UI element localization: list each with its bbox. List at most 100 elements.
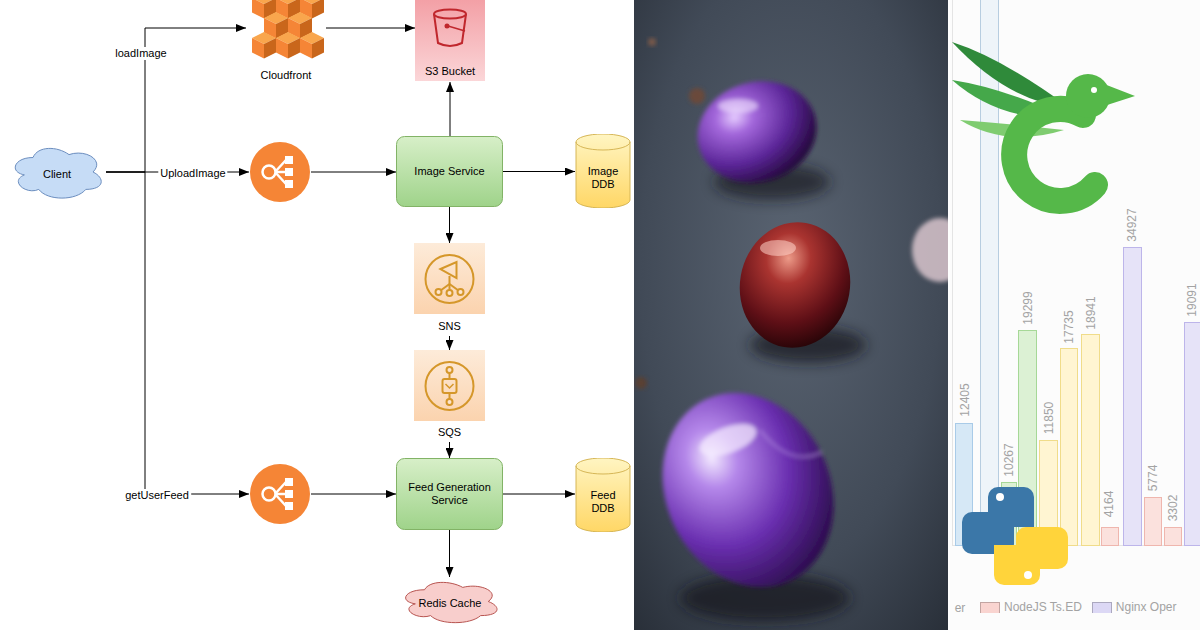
storage-bucket-outline bbox=[448, 26, 465, 31]
chart-bar bbox=[1082, 335, 1100, 546]
purple-gem bbox=[718, 99, 758, 113]
service-box-outline bbox=[397, 459, 503, 530]
bar-value: 12405 bbox=[958, 383, 972, 416]
database-cylinder-outline bbox=[576, 142, 630, 150]
node-label: S3 Bucket bbox=[425, 65, 475, 78]
python-logo bbox=[988, 487, 1034, 527]
bar-value: 10267 bbox=[1002, 443, 1016, 476]
node-label: SQS bbox=[438, 426, 461, 439]
load-balancer-outline bbox=[275, 160, 286, 172]
cdn-icon-outline bbox=[300, 38, 312, 58]
bar-value: 34927 bbox=[1125, 208, 1139, 241]
cdn-icon-outline bbox=[288, 38, 300, 58]
edge-label: UploadImage bbox=[158, 167, 227, 180]
client-cloud: Client bbox=[8, 142, 106, 202]
label-holder: 34927 bbox=[1123, 208, 1139, 241]
legend-label: Nginx Oper bbox=[1116, 600, 1177, 614]
label-holder: 12405 bbox=[956, 383, 972, 416]
cache-cloud: Redis Cache bbox=[398, 577, 502, 626]
purple-gem bbox=[686, 68, 828, 196]
node-label: Feed DDB bbox=[580, 489, 626, 515]
python-logo bbox=[994, 545, 1040, 585]
label-holder: 5774 bbox=[1144, 465, 1160, 492]
database-cylinder-outline bbox=[576, 458, 630, 532]
label-holder: er bbox=[955, 599, 966, 615]
database-cylinder-outline bbox=[576, 466, 630, 474]
bar-value: 11850 bbox=[1042, 402, 1056, 434]
queue-icon-outline bbox=[426, 362, 474, 410]
load-balancer-outline bbox=[285, 490, 293, 498]
load-balancer-outline bbox=[285, 180, 293, 188]
connector-arrow bbox=[311, 494, 396, 495]
service-box-outline bbox=[397, 459, 503, 530]
connector-arrow bbox=[449, 530, 450, 577]
sanic-logo bbox=[1066, 74, 1110, 118]
edge-label-holder: UploadImage bbox=[158, 164, 227, 180]
queue-icon: SNS bbox=[414, 243, 485, 336]
load-balancer-outline bbox=[250, 464, 310, 524]
bar-value: 3302 bbox=[1166, 495, 1180, 522]
purple-gem bbox=[634, 365, 865, 616]
database-cylinder-outline bbox=[576, 134, 630, 208]
queue-icon-outline bbox=[443, 379, 457, 393]
purple-gem bbox=[686, 68, 828, 196]
cdn-icon-outline bbox=[312, 0, 324, 18]
queue-icon-outline bbox=[414, 350, 485, 421]
queue-icon-outline bbox=[458, 289, 464, 295]
cdn-icon-outline bbox=[312, 38, 324, 58]
queue-icon-outline bbox=[446, 384, 454, 388]
storage-bucket-outline bbox=[415, 0, 485, 81]
label-holder: 19299 bbox=[1019, 291, 1035, 324]
node-label: Cloudfront bbox=[261, 69, 312, 82]
edge-label-holder: getUserFeed bbox=[123, 486, 191, 502]
queue-icon-outline bbox=[436, 289, 442, 295]
cdn-icon-outline bbox=[252, 0, 324, 58]
queue-icon-outline bbox=[414, 243, 485, 314]
label-holder: 11850 bbox=[1040, 402, 1056, 434]
client-cloud-outline bbox=[15, 148, 101, 198]
gemstone-photo bbox=[634, 0, 948, 630]
connector-arrow bbox=[503, 171, 575, 172]
pebble bbox=[648, 38, 656, 46]
chart-bar bbox=[1061, 349, 1078, 546]
load-balancer-outline bbox=[275, 494, 286, 506]
queue-icon-outline bbox=[414, 350, 485, 421]
load-balancer-outline bbox=[285, 502, 293, 510]
red-gem bbox=[760, 240, 796, 256]
label-holder: 17735 bbox=[1060, 310, 1076, 343]
legend-item: Nginx Oper bbox=[1092, 600, 1177, 614]
edge-label-holder: loadImage bbox=[113, 44, 168, 60]
label-holder: 3302 bbox=[1164, 495, 1180, 522]
load-balancer-outline bbox=[285, 156, 293, 164]
service-box-outline bbox=[397, 137, 503, 207]
storage-bucket-outline bbox=[434, 10, 466, 19]
storage-bucket-outline bbox=[445, 24, 450, 29]
cdn-icon-outline bbox=[276, 38, 288, 58]
sanic-logo bbox=[1014, 109, 1095, 201]
python-logo bbox=[988, 512, 1034, 527]
python-logo bbox=[1024, 571, 1032, 579]
connector-arrow bbox=[106, 172, 249, 494]
label-holder: 4164 bbox=[1100, 491, 1116, 518]
load-balancer-outline bbox=[263, 166, 276, 179]
bar-chart bbox=[950, 0, 1200, 630]
connector-arrow bbox=[449, 336, 450, 350]
connector-arrow bbox=[311, 172, 396, 173]
queue-icon-outline bbox=[414, 243, 485, 314]
queue-icon-outline bbox=[426, 255, 474, 303]
connector-arrow bbox=[449, 207, 450, 243]
connector-arrow bbox=[449, 442, 450, 458]
connector-arrow bbox=[503, 494, 575, 495]
chart-bar bbox=[981, 0, 999, 546]
sanic-logo bbox=[1091, 87, 1097, 93]
cdn-icon-outline bbox=[252, 38, 264, 58]
pebble bbox=[635, 377, 647, 389]
node-label: Image Service bbox=[414, 165, 484, 178]
edge-label: loadImage bbox=[113, 47, 168, 60]
node-label: Feed Generation Service bbox=[402, 481, 497, 507]
python-logo bbox=[962, 487, 1068, 585]
load-balancer-shape bbox=[249, 463, 311, 525]
legend-fragment: er bbox=[955, 601, 966, 615]
